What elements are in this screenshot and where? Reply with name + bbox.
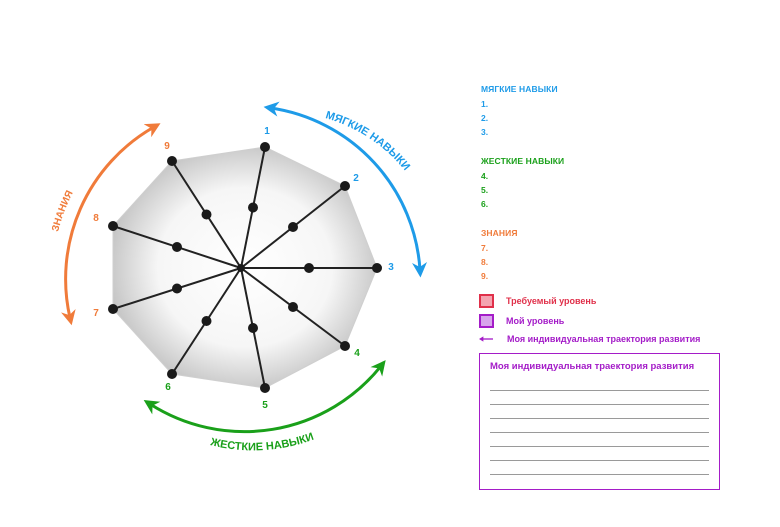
key-mine-label: Мой уровень — [506, 316, 565, 326]
outer-point-4[interactable] — [340, 341, 350, 351]
outer-point-3[interactable] — [372, 263, 382, 273]
mid-point-3[interactable] — [304, 263, 314, 273]
writing-line[interactable] — [490, 390, 709, 391]
writing-line[interactable] — [490, 446, 709, 447]
outer-point-1[interactable] — [260, 142, 270, 152]
writing-line[interactable] — [490, 418, 709, 419]
hard-skills-arc-label: ЖЕСТКИЕ НАВЫКИ — [208, 431, 315, 454]
legend-soft-item-2: 2. — [481, 113, 489, 123]
mid-point-2[interactable] — [288, 222, 298, 232]
writing-line[interactable] — [490, 460, 709, 461]
legend-know-item-9: 9. — [481, 271, 489, 281]
legend-know-title: ЗНАНИЯ — [481, 228, 518, 238]
legend-know-item-7: 7. — [481, 243, 489, 253]
legend-know: ЗНАНИЯ 7. 8. 9. — [481, 228, 771, 283]
axis-number-8: 8 — [93, 213, 99, 224]
mid-point-4[interactable] — [288, 302, 298, 312]
mid-point-5[interactable] — [248, 323, 258, 333]
axis-number-4: 4 — [354, 348, 360, 359]
hard-skills-arc — [143, 360, 386, 434]
writing-line[interactable] — [490, 404, 709, 405]
axis-number-6: 6 — [165, 382, 171, 393]
legend-hard-title: ЖЕСТКИЕ НАВЫКИ — [481, 156, 565, 166]
outer-point-8[interactable] — [108, 221, 118, 231]
writing-line[interactable] — [490, 432, 709, 433]
axis-number-7: 7 — [93, 308, 99, 319]
legend-soft: МЯГКИЕ НАВЫКИ 1. 2. 3. — [481, 84, 771, 139]
axis-number-3: 3 — [388, 262, 394, 273]
outer-point-9[interactable] — [167, 156, 177, 166]
center-point — [237, 264, 245, 272]
legend-know-item-8: 8. — [481, 257, 489, 267]
axis-number-5: 5 — [262, 400, 268, 411]
mid-point-1[interactable] — [248, 202, 258, 213]
outer-point-5[interactable] — [260, 383, 270, 393]
mid-point-7[interactable] — [172, 283, 182, 294]
legend-hard: ЖЕСТКИЕ НАВЫКИ 4. 5. 6. — [481, 156, 771, 211]
outer-point-2[interactable] — [340, 181, 350, 191]
knowledge-arc — [61, 123, 161, 326]
legend: МЯГКИЕ НАВЫКИ 1. 2. 3. ЖЕСТКИЕ НАВЫКИ 4.… — [481, 84, 771, 300]
outer-point-6[interactable] — [167, 369, 177, 379]
key-mine: Мой уровень — [479, 314, 564, 328]
legend-hard-item-6: 6. — [481, 199, 489, 209]
trajectory-box: Моя индивидуальная траектория развития — [479, 353, 720, 490]
axis-number-1: 1 — [264, 126, 270, 137]
key-trajectory: Моя индивидуальная траектория развития — [479, 334, 700, 344]
key-trajectory-label: Моя индивидуальная траектория развития — [507, 334, 701, 344]
legend-soft-item-3: 3. — [481, 127, 489, 137]
trajectory-box-title: Моя индивидуальная траектория развития — [490, 361, 695, 372]
legend-soft-title: МЯГКИЕ НАВЫКИ — [481, 84, 558, 94]
soft-skills-arc-label: МЯГКИЕ НАВЫКИ — [324, 109, 412, 173]
legend-hard-item-5: 5. — [481, 185, 489, 195]
mine-swatch-icon — [479, 314, 494, 328]
required-swatch-icon — [479, 294, 494, 308]
key-required: Требуемый уровень — [479, 294, 596, 308]
key-required-label: Требуемый уровень — [506, 296, 597, 306]
outer-point-7[interactable] — [108, 304, 118, 314]
mid-point-8[interactable] — [172, 242, 182, 252]
mid-point-6[interactable] — [201, 316, 212, 326]
legend-soft-item-1: 1. — [481, 99, 489, 109]
axis-number-9: 9 — [164, 141, 170, 152]
axis-number-2: 2 — [353, 173, 359, 184]
legend-hard-item-4: 4. — [481, 171, 489, 181]
mid-point-9[interactable] — [201, 209, 212, 220]
knowledge-arc-label: ЗНАНИЯ — [50, 189, 75, 233]
arrow-left-icon — [479, 336, 493, 342]
soft-skills-arc — [263, 101, 428, 278]
writing-line[interactable] — [490, 474, 709, 475]
